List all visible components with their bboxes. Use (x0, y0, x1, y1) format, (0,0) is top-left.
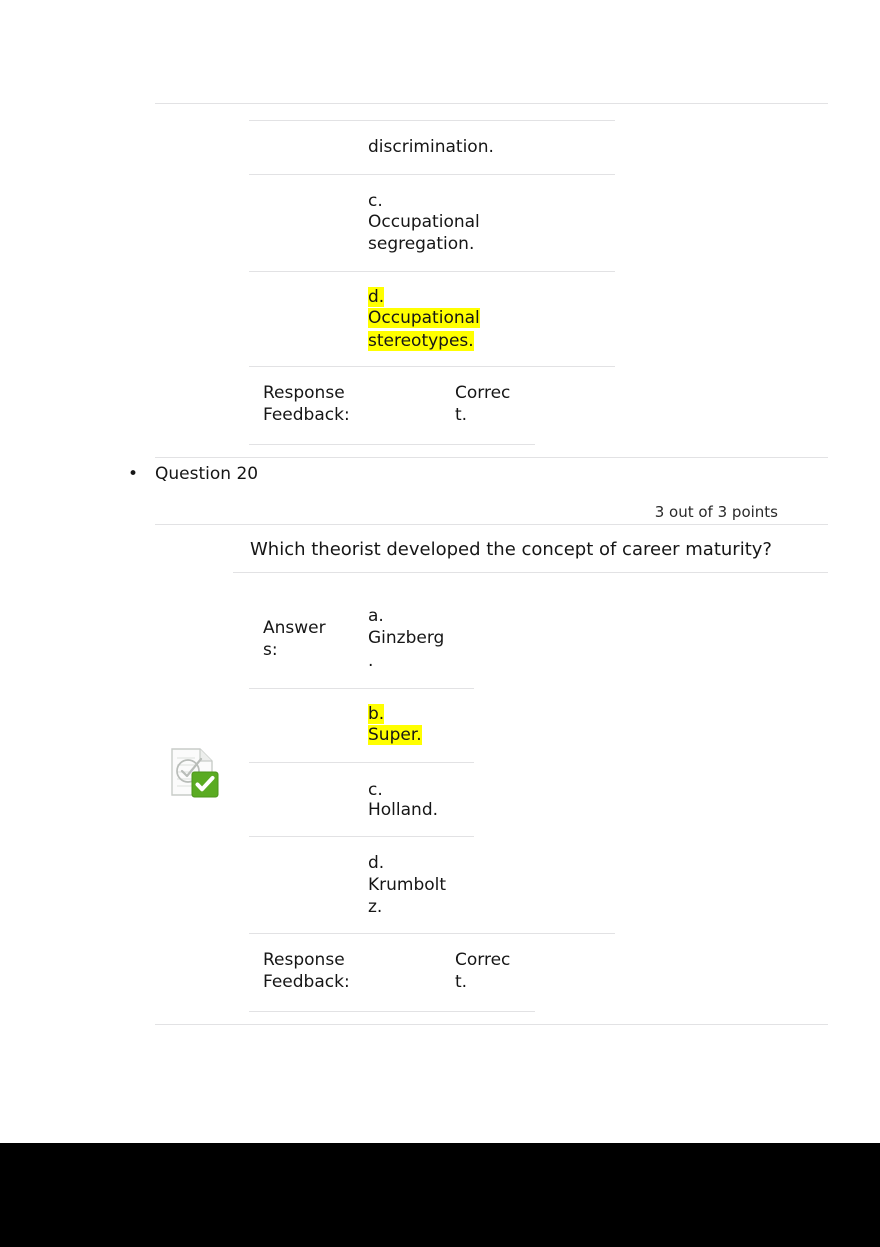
q20-feedback-bottom-divider (249, 1011, 535, 1012)
exam-review-page: discrimination. c. Occupational segregat… (128, 103, 828, 1025)
q20-feedback-top-divider (249, 933, 615, 934)
q20-option-b-top-divider (249, 688, 474, 689)
q19-option-c-text-line1: Occupational (368, 212, 480, 232)
q19-option-d-letter: d. (368, 286, 385, 308)
q20-option-d-text-line2: z. (368, 897, 383, 917)
q20-points: 3 out of 3 points (654, 503, 778, 521)
q20-feedback-label-line1: Response (263, 950, 345, 970)
q19-option-d-text-highlight-1: Occupational (368, 308, 480, 328)
q20-points-divider (155, 524, 828, 525)
q20-feedback-value-line2: t. (455, 972, 468, 992)
q19-option-a-top-divider (249, 120, 615, 121)
q20-option-d-top-divider (249, 836, 474, 837)
q20-feedback-value-line1: Correc (455, 950, 511, 970)
q20-option-b-text-highlight: Super. (368, 725, 422, 745)
q19-option-c-text-line2: segregation. (368, 234, 475, 254)
q20-option-b-letter: b. (368, 703, 385, 725)
q19-option-d-text-line2: stereotypes. (368, 330, 474, 352)
q20-answers-label-line2: s: (263, 640, 278, 660)
q20-option-b-letter-highlight: b. (368, 704, 385, 724)
page-bottom-divider (155, 1024, 828, 1025)
q19-feedback-value-line1: Correc (455, 383, 511, 403)
q20-feedback-label-line2: Feedback: (263, 972, 350, 992)
q20-option-a-text-line2: . (368, 651, 374, 671)
q19-option-d-letter-highlight: d. (368, 287, 385, 307)
q20-option-c-text: Holland. (368, 800, 439, 820)
footer-black-bar (0, 1143, 880, 1247)
q19-option-d-top-divider (249, 271, 615, 272)
q20-title: Question 20 (155, 464, 259, 484)
q19-feedback-top-divider (249, 366, 615, 367)
correct-answer-icon (168, 746, 220, 798)
q19-top-divider (155, 103, 828, 104)
q20-option-d-text-line1: Krumbolt (368, 875, 447, 895)
q19-option-a-text: discrimination. (368, 137, 494, 157)
q19-feedback-label-line2: Feedback: (263, 405, 350, 425)
q20-list-bullet: • (128, 464, 139, 484)
q19-feedback-label-line1: Response (263, 383, 345, 403)
q20-answers-label-line1: Answer (263, 618, 326, 638)
q20-option-c-top-divider (249, 762, 474, 763)
q19-option-c-top-divider (249, 174, 615, 175)
q19-feedback-bottom-divider (249, 444, 535, 445)
q19-option-d-text-highlight-2: stereotypes. (368, 331, 474, 351)
q19-option-d-text-line1: Occupational (368, 307, 480, 329)
q20-top-divider (155, 457, 828, 458)
q20-option-b-text: Super. (368, 724, 422, 746)
q19-feedback-value-line2: t. (455, 405, 468, 425)
q20-option-a-letter: a. (368, 606, 384, 626)
q19-option-c-letter: c. (368, 191, 383, 211)
q20-prompt: Which theorist developed the concept of … (250, 539, 772, 560)
q20-option-d-letter: d. (368, 853, 385, 873)
q20-option-c-letter: c. (368, 780, 383, 800)
q20-prompt-divider (233, 572, 828, 573)
q20-option-a-text-line1: Ginzberg (368, 628, 445, 648)
